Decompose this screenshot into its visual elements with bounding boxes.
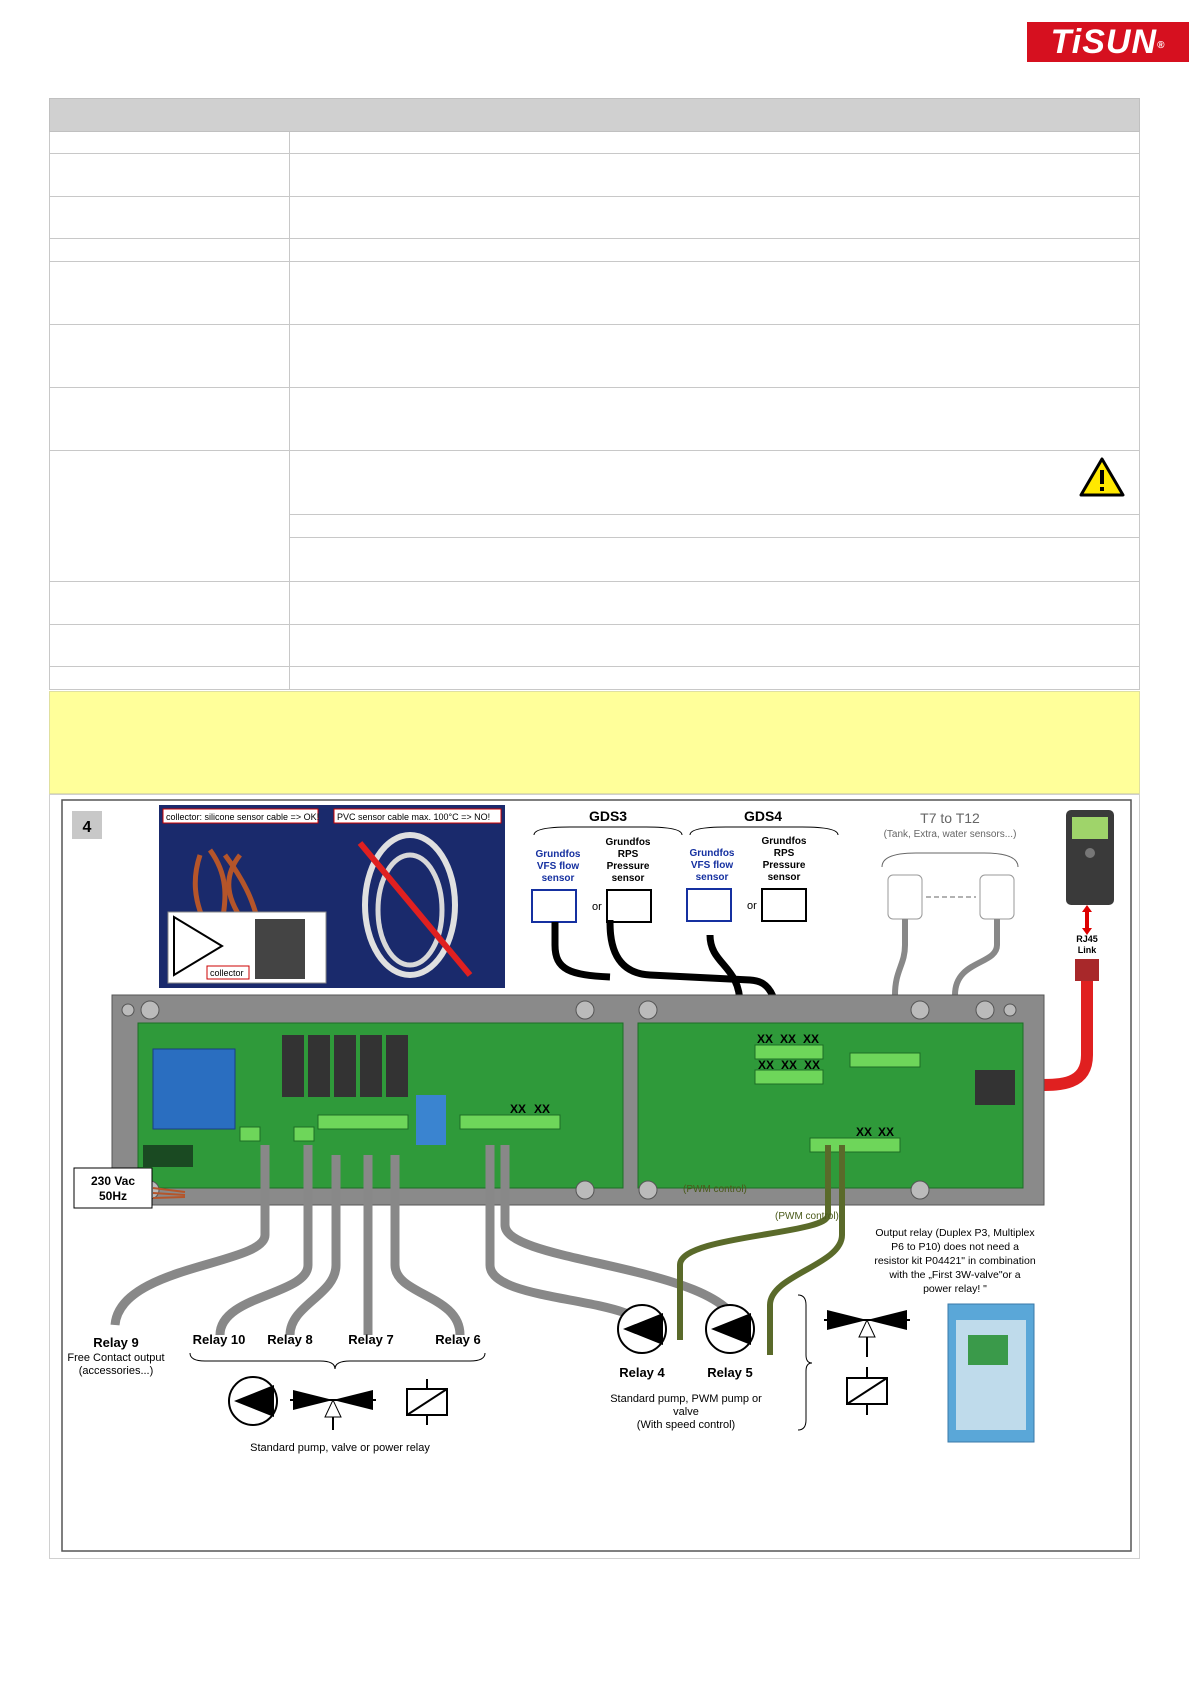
- svg-text:Standard pump, PWM pump or: Standard pump, PWM pump or: [610, 1393, 762, 1405]
- table-row: [49, 388, 1140, 451]
- table-header: [49, 98, 1140, 132]
- svg-text:power relay! ": power relay! ": [923, 1283, 987, 1295]
- relay-8-label: Relay 8: [267, 1332, 313, 1347]
- gds3-or: or: [592, 901, 602, 913]
- mains-frequency: 50Hz: [99, 1189, 127, 1203]
- relay-9-desc: Free Contact output: [67, 1352, 164, 1364]
- gds3-rps-connector: [606, 889, 652, 923]
- gds4-or: or: [747, 900, 757, 912]
- pwm-label-1: (PWM control): [683, 1184, 747, 1195]
- mains-voltage: 230 Vac: [91, 1174, 135, 1188]
- gds3-title: GDS3: [589, 808, 627, 824]
- svg-text:valve: valve: [673, 1406, 699, 1418]
- svg-text:resistor kit P04421" in combin: resistor kit P04421" in combination: [874, 1255, 1035, 1267]
- transformer: [152, 1048, 236, 1130]
- table-row: [49, 625, 1140, 667]
- output-relay-note: Output relay (Duplex P3, Multiplex P6 to…: [874, 1227, 1035, 1295]
- svg-text:XX: XX: [878, 1125, 894, 1139]
- brand-logo: TiSUN®: [1027, 22, 1189, 62]
- relay-10-label: Relay 10: [193, 1332, 246, 1347]
- group-mid-caption: Standard pump, PWM pump or valve (With s…: [610, 1393, 762, 1431]
- pwm-label-2: (PWM control): [775, 1211, 839, 1222]
- svg-text:(With speed control): (With speed control): [637, 1419, 735, 1431]
- relay-block: [282, 1035, 304, 1097]
- table-row: [49, 582, 1140, 625]
- relay-9-desc2: (accessories...): [79, 1365, 154, 1377]
- brand-name: TiSUN: [1050, 23, 1157, 61]
- svg-text:XX: XX: [534, 1102, 550, 1116]
- group-left-caption: Standard pump, valve or power relay: [250, 1442, 430, 1454]
- power-relay-icon: [406, 1379, 448, 1425]
- gds4-rps-connector: [761, 888, 807, 922]
- rj45-label: RJ45: [1076, 934, 1098, 944]
- photo-ok-caption: collector: silicone sensor cable => OK!: [166, 812, 319, 822]
- rj45-socket: [975, 1070, 1015, 1105]
- gds4-title: GDS4: [744, 808, 782, 824]
- mains-box: [73, 1167, 153, 1209]
- rj45-link-label: Link: [1078, 945, 1097, 955]
- svg-text:with the „First 3W-valve"or a: with the „First 3W-valve"or a: [888, 1269, 1020, 1281]
- table-row: [49, 197, 1140, 239]
- table-row: [49, 667, 1140, 690]
- step-number: 4: [83, 819, 92, 836]
- svg-text:XX: XX: [804, 1058, 820, 1072]
- power-relay-icon: [846, 1367, 888, 1415]
- step-badge: [72, 811, 102, 839]
- relay-4-label: Relay 4: [619, 1365, 665, 1380]
- table-row: [49, 154, 1140, 197]
- table-row: [49, 262, 1140, 325]
- relay-9-label: Relay 9: [93, 1335, 139, 1350]
- gds3-vfs-connector: [531, 889, 577, 923]
- t7-subtitle: (Tank, Extra, water sensors...): [884, 829, 1017, 840]
- svg-text:P6 to P10) does not need a: P6 to P10) does not need a: [891, 1241, 1019, 1253]
- table-row: [49, 451, 1140, 582]
- photo-inset-label: collector: [210, 968, 244, 978]
- valve-icon: [290, 1390, 376, 1430]
- relay-7-label: Relay 7: [348, 1332, 394, 1347]
- svg-text:XX: XX: [510, 1102, 526, 1116]
- svg-text:XX: XX: [803, 1032, 819, 1046]
- valve-icon: [824, 1310, 910, 1357]
- table-row: [49, 132, 1140, 154]
- svg-text:XX: XX: [780, 1032, 796, 1046]
- spec-table: [49, 98, 1140, 690]
- warning-icon: [1079, 457, 1125, 497]
- svg-text:XX: XX: [758, 1058, 774, 1072]
- table-row: [49, 325, 1140, 388]
- gds4-vfs-connector: [686, 888, 732, 922]
- svg-text:XX: XX: [757, 1032, 773, 1046]
- photo-no-caption: PVC sensor cable max. 100°C => NO!: [337, 812, 490, 822]
- brand-reg: ®: [1157, 40, 1166, 51]
- table-row: [49, 239, 1140, 262]
- relay-6-label: Relay 6: [435, 1332, 481, 1347]
- relay-5-label: Relay 5: [707, 1365, 753, 1380]
- svg-text:Output relay (Duplex P3, Multi: Output relay (Duplex P3, Multiplex: [875, 1227, 1035, 1239]
- svg-text:XX: XX: [781, 1058, 797, 1072]
- t7-sensor-right: [979, 874, 1015, 920]
- wiring-diagram: 4 collector: silicone sensor cable => OK…: [49, 794, 1140, 1559]
- wiring-diagram-svg: 4 collector: silicone sensor cable => OK…: [61, 799, 1132, 1552]
- t7-title: T7 to T12: [920, 810, 980, 826]
- terminal-xx-labels: XX XX XX XX XX XX XX XX XX XX: [510, 1032, 894, 1139]
- note-box: [49, 691, 1140, 794]
- t7-sensor-left: [887, 874, 923, 920]
- rj45-plug: [1075, 959, 1099, 981]
- svg-text:XX: XX: [856, 1125, 872, 1139]
